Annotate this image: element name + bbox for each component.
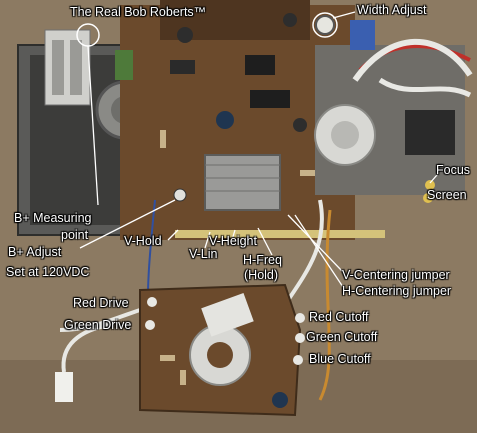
capacitor xyxy=(283,13,297,27)
cutoff-pot xyxy=(295,313,305,323)
capacitor xyxy=(293,118,307,132)
v-hold-label: V-Hold xyxy=(124,234,162,248)
b-plus-adjust-label: B+ Adjust xyxy=(8,245,62,259)
crt-socket-center xyxy=(207,342,233,368)
v-centering-label: V-Centering jumper xyxy=(342,268,450,282)
connector-slot xyxy=(52,40,64,95)
h-centering-label: H-Centering jumper xyxy=(342,284,452,298)
cutoff-pot xyxy=(295,333,305,343)
chip xyxy=(245,55,275,75)
v-lin-label: V-Lin xyxy=(189,247,218,261)
resistor xyxy=(160,355,175,361)
drive-pot xyxy=(145,320,155,330)
v-height-label: V-Height xyxy=(209,234,257,248)
point-label: point xyxy=(61,228,89,242)
focus-label: Focus xyxy=(436,163,471,177)
resistor xyxy=(180,370,186,385)
heatsink xyxy=(204,154,281,211)
capacitor xyxy=(177,27,193,43)
white-cable xyxy=(59,308,141,332)
green-connector xyxy=(115,50,133,80)
set-at-label: Set at 120VDC xyxy=(6,265,90,279)
drive-pot xyxy=(147,297,157,307)
b-plus-adjust-pot xyxy=(173,188,187,202)
white-wire xyxy=(378,77,472,98)
cutoff-pot xyxy=(293,355,303,365)
capacitor xyxy=(216,111,234,129)
cable-plug xyxy=(55,372,73,402)
socket-clip xyxy=(201,293,254,337)
chip xyxy=(170,60,195,74)
blue-cutoff-label: Blue Cutoff xyxy=(309,352,371,366)
screen-label: Screen xyxy=(427,188,467,202)
width-adjust-circle xyxy=(312,12,338,38)
h-freq-label: H-Freq xyxy=(243,253,282,267)
resistor xyxy=(300,170,318,176)
width-coil xyxy=(315,15,335,35)
green-cutoff-label: Green Cutoff xyxy=(306,330,378,344)
red-cutoff-label: Red Cutoff xyxy=(309,310,369,324)
focus-block xyxy=(405,110,455,155)
bob-roberts-label: The Real Bob Roberts™ xyxy=(70,5,207,19)
red-drive-label: Red Drive xyxy=(73,296,129,310)
resistor xyxy=(160,130,166,148)
white-wire xyxy=(352,38,473,82)
capacitor xyxy=(272,392,288,408)
blue-capacitor xyxy=(350,20,375,50)
green-drive-label: Green Drive xyxy=(64,318,132,332)
connector-slot xyxy=(70,40,82,95)
width-adjust-label: Width Adjust xyxy=(357,3,427,17)
yellow-board-edge xyxy=(175,230,385,238)
chip xyxy=(250,90,290,108)
b-plus-measuring-label: B+ Measuring xyxy=(14,211,92,225)
flyback-cap xyxy=(331,121,359,149)
hold-label: (Hold) xyxy=(244,268,279,282)
connector-block xyxy=(44,29,91,106)
white-cable xyxy=(61,323,111,373)
